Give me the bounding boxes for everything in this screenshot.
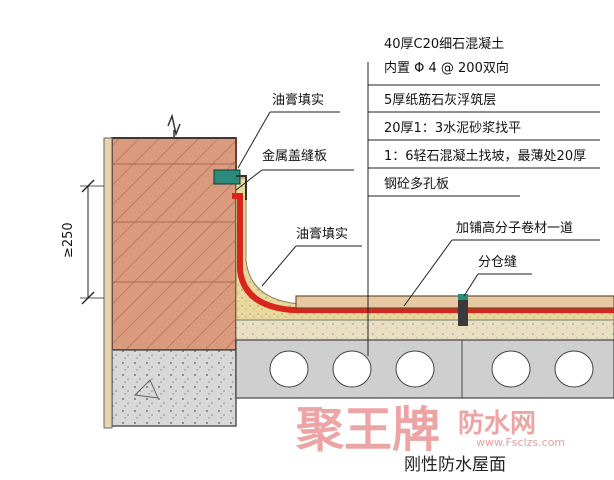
layer1-line1: 40厚C20细石混凝土 bbox=[384, 36, 504, 52]
wall-plaster bbox=[103, 137, 113, 429]
oil-top-label: 油膏填实 bbox=[272, 92, 324, 108]
watermark-url: www.Fsclzs.com bbox=[476, 436, 565, 449]
layer3-label: 20厚1：3水泥砂浆找平 bbox=[384, 121, 521, 136]
joint-cap bbox=[458, 294, 468, 300]
callout-joint: 分仓缝 bbox=[463, 255, 532, 297]
joint-label: 分仓缝 bbox=[478, 255, 517, 270]
callout-oil-top: 油膏填实 bbox=[237, 92, 340, 169]
layer4-label: 1：6轻石混凝土找坡，最薄处20厚 bbox=[384, 148, 586, 164]
metal-cap-flashing bbox=[213, 169, 247, 200]
height-dimension: ≥250 bbox=[61, 179, 104, 305]
callout-oil-mid: 油膏填实 bbox=[261, 226, 362, 287]
callout-metal-cap: 金属盖缝板 bbox=[235, 148, 354, 191]
metal-cap-label: 金属盖缝板 bbox=[262, 148, 327, 164]
callout-membrane: 加铺高分子卷材一道 bbox=[403, 220, 600, 307]
diagram-title: 刚性防水屋面 bbox=[404, 455, 506, 475]
brick-wall bbox=[111, 113, 237, 351]
slope-layer bbox=[235, 319, 614, 341]
joint-filler bbox=[458, 296, 468, 326]
height-label: ≥250 bbox=[61, 222, 76, 258]
concrete-beam bbox=[111, 349, 237, 427]
hollow-core-slab bbox=[235, 339, 614, 399]
membrane bbox=[232, 193, 614, 313]
membrane-label: 加铺高分子卷材一道 bbox=[456, 220, 573, 236]
oil-mid-label: 油膏填实 bbox=[296, 226, 348, 242]
layer2-label: 5厚纸筋石灰浮筑层 bbox=[384, 92, 496, 108]
watermark-main: 聚王牌 bbox=[295, 402, 440, 458]
watermark-sub: 防水网 bbox=[458, 409, 536, 439]
layer1-line2: 内置 Φ 4 @ 200双向 bbox=[384, 60, 509, 76]
rigid-concrete-layer bbox=[295, 295, 614, 309]
layer5-label: 钢砼多孔板 bbox=[384, 176, 449, 192]
layer-callout bbox=[367, 62, 600, 356]
